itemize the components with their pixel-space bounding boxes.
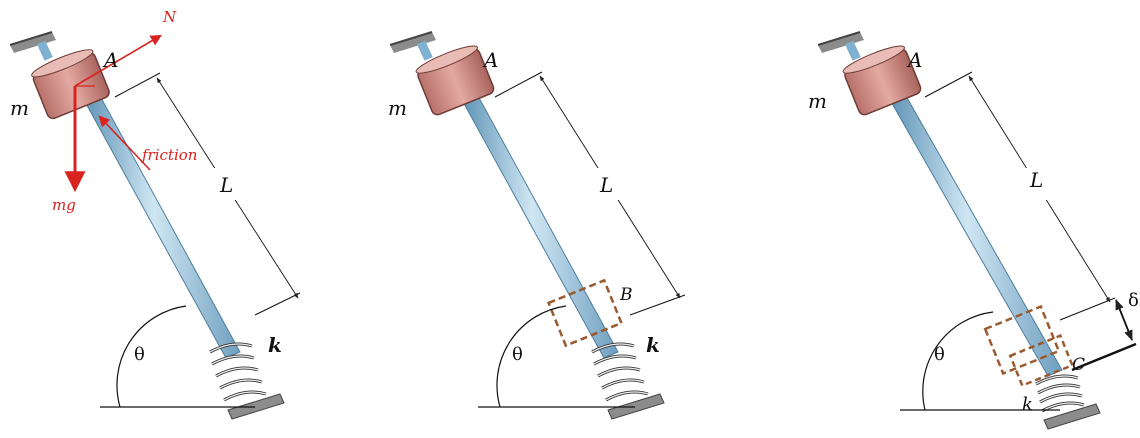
bottom-support: [227, 393, 285, 420]
label-point-a: A: [482, 48, 498, 72]
rod: [461, 95, 619, 359]
label-mass: m: [388, 96, 407, 120]
panel-1: N A m friction mg L θ k: [9, 8, 301, 420]
label-mass: m: [10, 96, 29, 120]
label-length: L: [1029, 168, 1043, 192]
bottom-support: [607, 393, 665, 420]
spring: [591, 342, 649, 402]
bottom-support: [1043, 403, 1101, 430]
label-length: L: [599, 173, 613, 197]
length-dimension: [114, 72, 301, 316]
label-spring-k: k: [1022, 394, 1033, 415]
top-support: [389, 31, 436, 61]
label-spring-k: k: [268, 333, 282, 357]
label-spring-k: k: [646, 333, 660, 357]
rod: [889, 95, 1063, 377]
label-friction: friction: [141, 146, 197, 164]
label-mass: m: [808, 89, 827, 113]
label-length: L: [219, 173, 233, 197]
angle-theta: [100, 305, 255, 408]
spring-compressed: [1035, 374, 1085, 413]
collar-mass: [31, 49, 110, 120]
label-theta: θ: [512, 344, 523, 365]
collar-mass: [842, 45, 922, 116]
top-support: [9, 31, 56, 61]
rod: [83, 95, 241, 359]
delta-dimension: [1071, 298, 1137, 372]
panel-3: A m L C δ θ k: [808, 31, 1139, 430]
top-support: [817, 31, 864, 61]
collar-mass: [415, 45, 495, 116]
label-theta: θ: [934, 344, 945, 365]
dashed-position-c: [1008, 333, 1074, 388]
label-point-c: C: [1072, 355, 1085, 375]
length-dimension: [924, 71, 1116, 321]
label-theta: θ: [134, 344, 145, 365]
label-normal-force: N: [162, 8, 177, 26]
label-weight: mg: [52, 196, 76, 214]
length-dimension: [494, 71, 686, 316]
dashed-position-b: [546, 278, 624, 348]
label-point-b: B: [619, 285, 633, 305]
force-normal: [74, 34, 162, 87]
spring: [209, 342, 267, 402]
angle-theta: [900, 311, 1060, 411]
label-delta: δ: [1128, 290, 1139, 311]
label-point-a: A: [906, 48, 922, 72]
angle-theta: [478, 305, 635, 408]
force-friction: [98, 115, 151, 171]
panel-2: A m L B θ k: [388, 31, 686, 420]
label-point-a: A: [102, 48, 118, 72]
